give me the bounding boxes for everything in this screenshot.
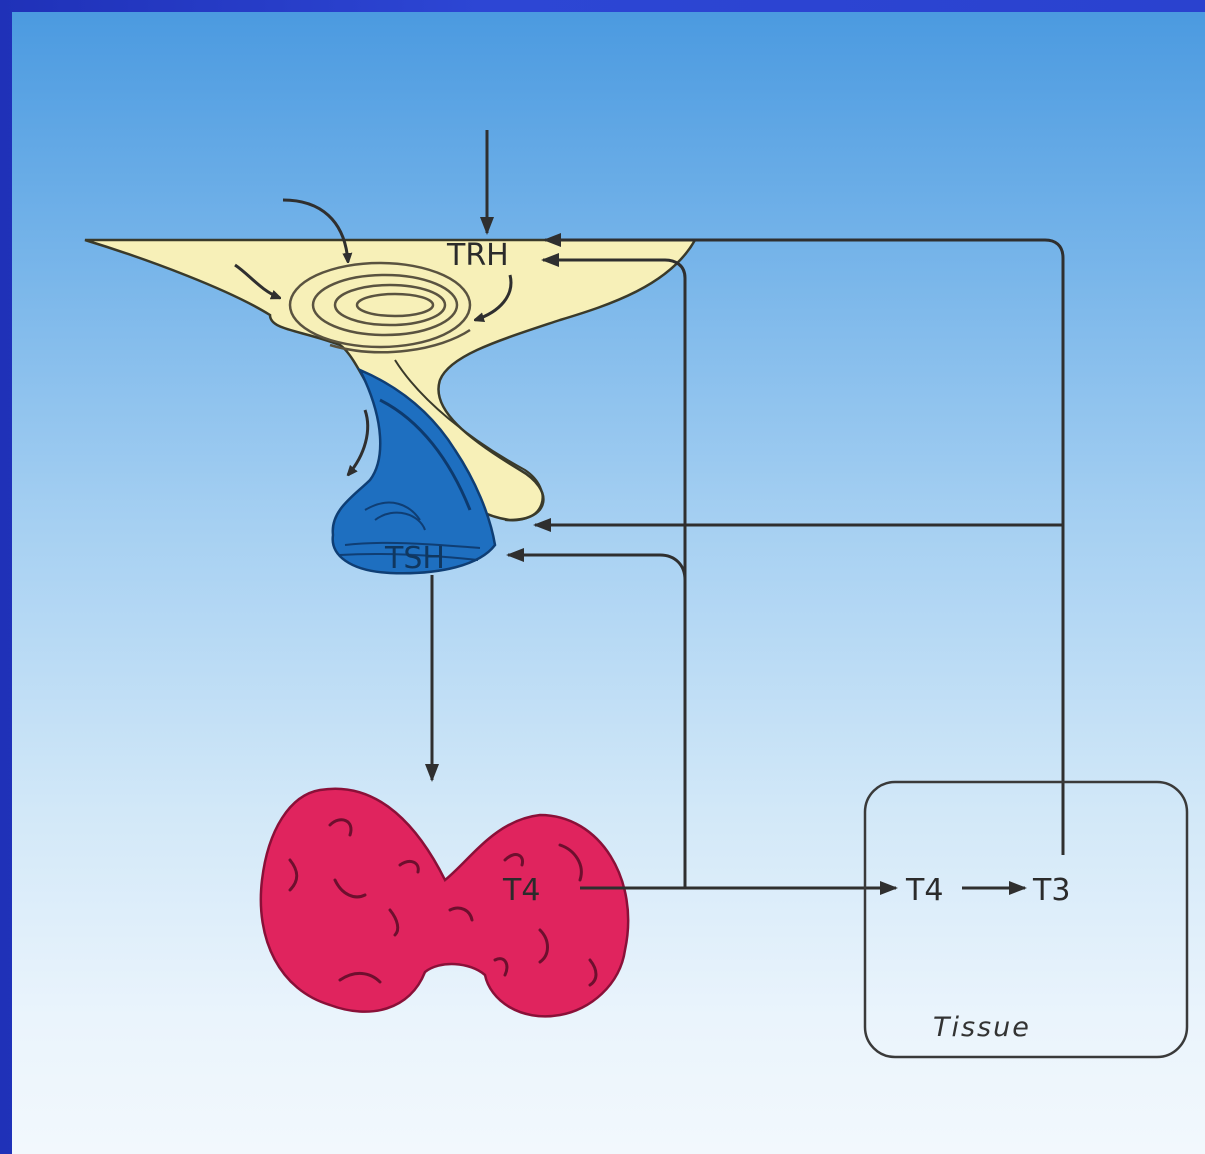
diagram-canvas: TRH TSH T4 T4 T3 Tissue <box>12 12 1205 1154</box>
t4-tissue-label: T4 <box>905 873 943 908</box>
thyroid-axis-diagram: TRH TSH T4 T4 T3 Tissue <box>12 12 1205 1154</box>
tissue-label: Tissue <box>933 1012 1031 1043</box>
t3-feedback-lines <box>535 240 1063 855</box>
tsh-label: TSH <box>384 541 445 576</box>
trh-label: TRH <box>446 238 509 273</box>
t4-gland-label: T4 <box>502 873 540 908</box>
thyroid-gland <box>261 789 628 1017</box>
t4-feedback-lines <box>508 260 896 888</box>
t3-tissue-label: T3 <box>1032 873 1070 908</box>
